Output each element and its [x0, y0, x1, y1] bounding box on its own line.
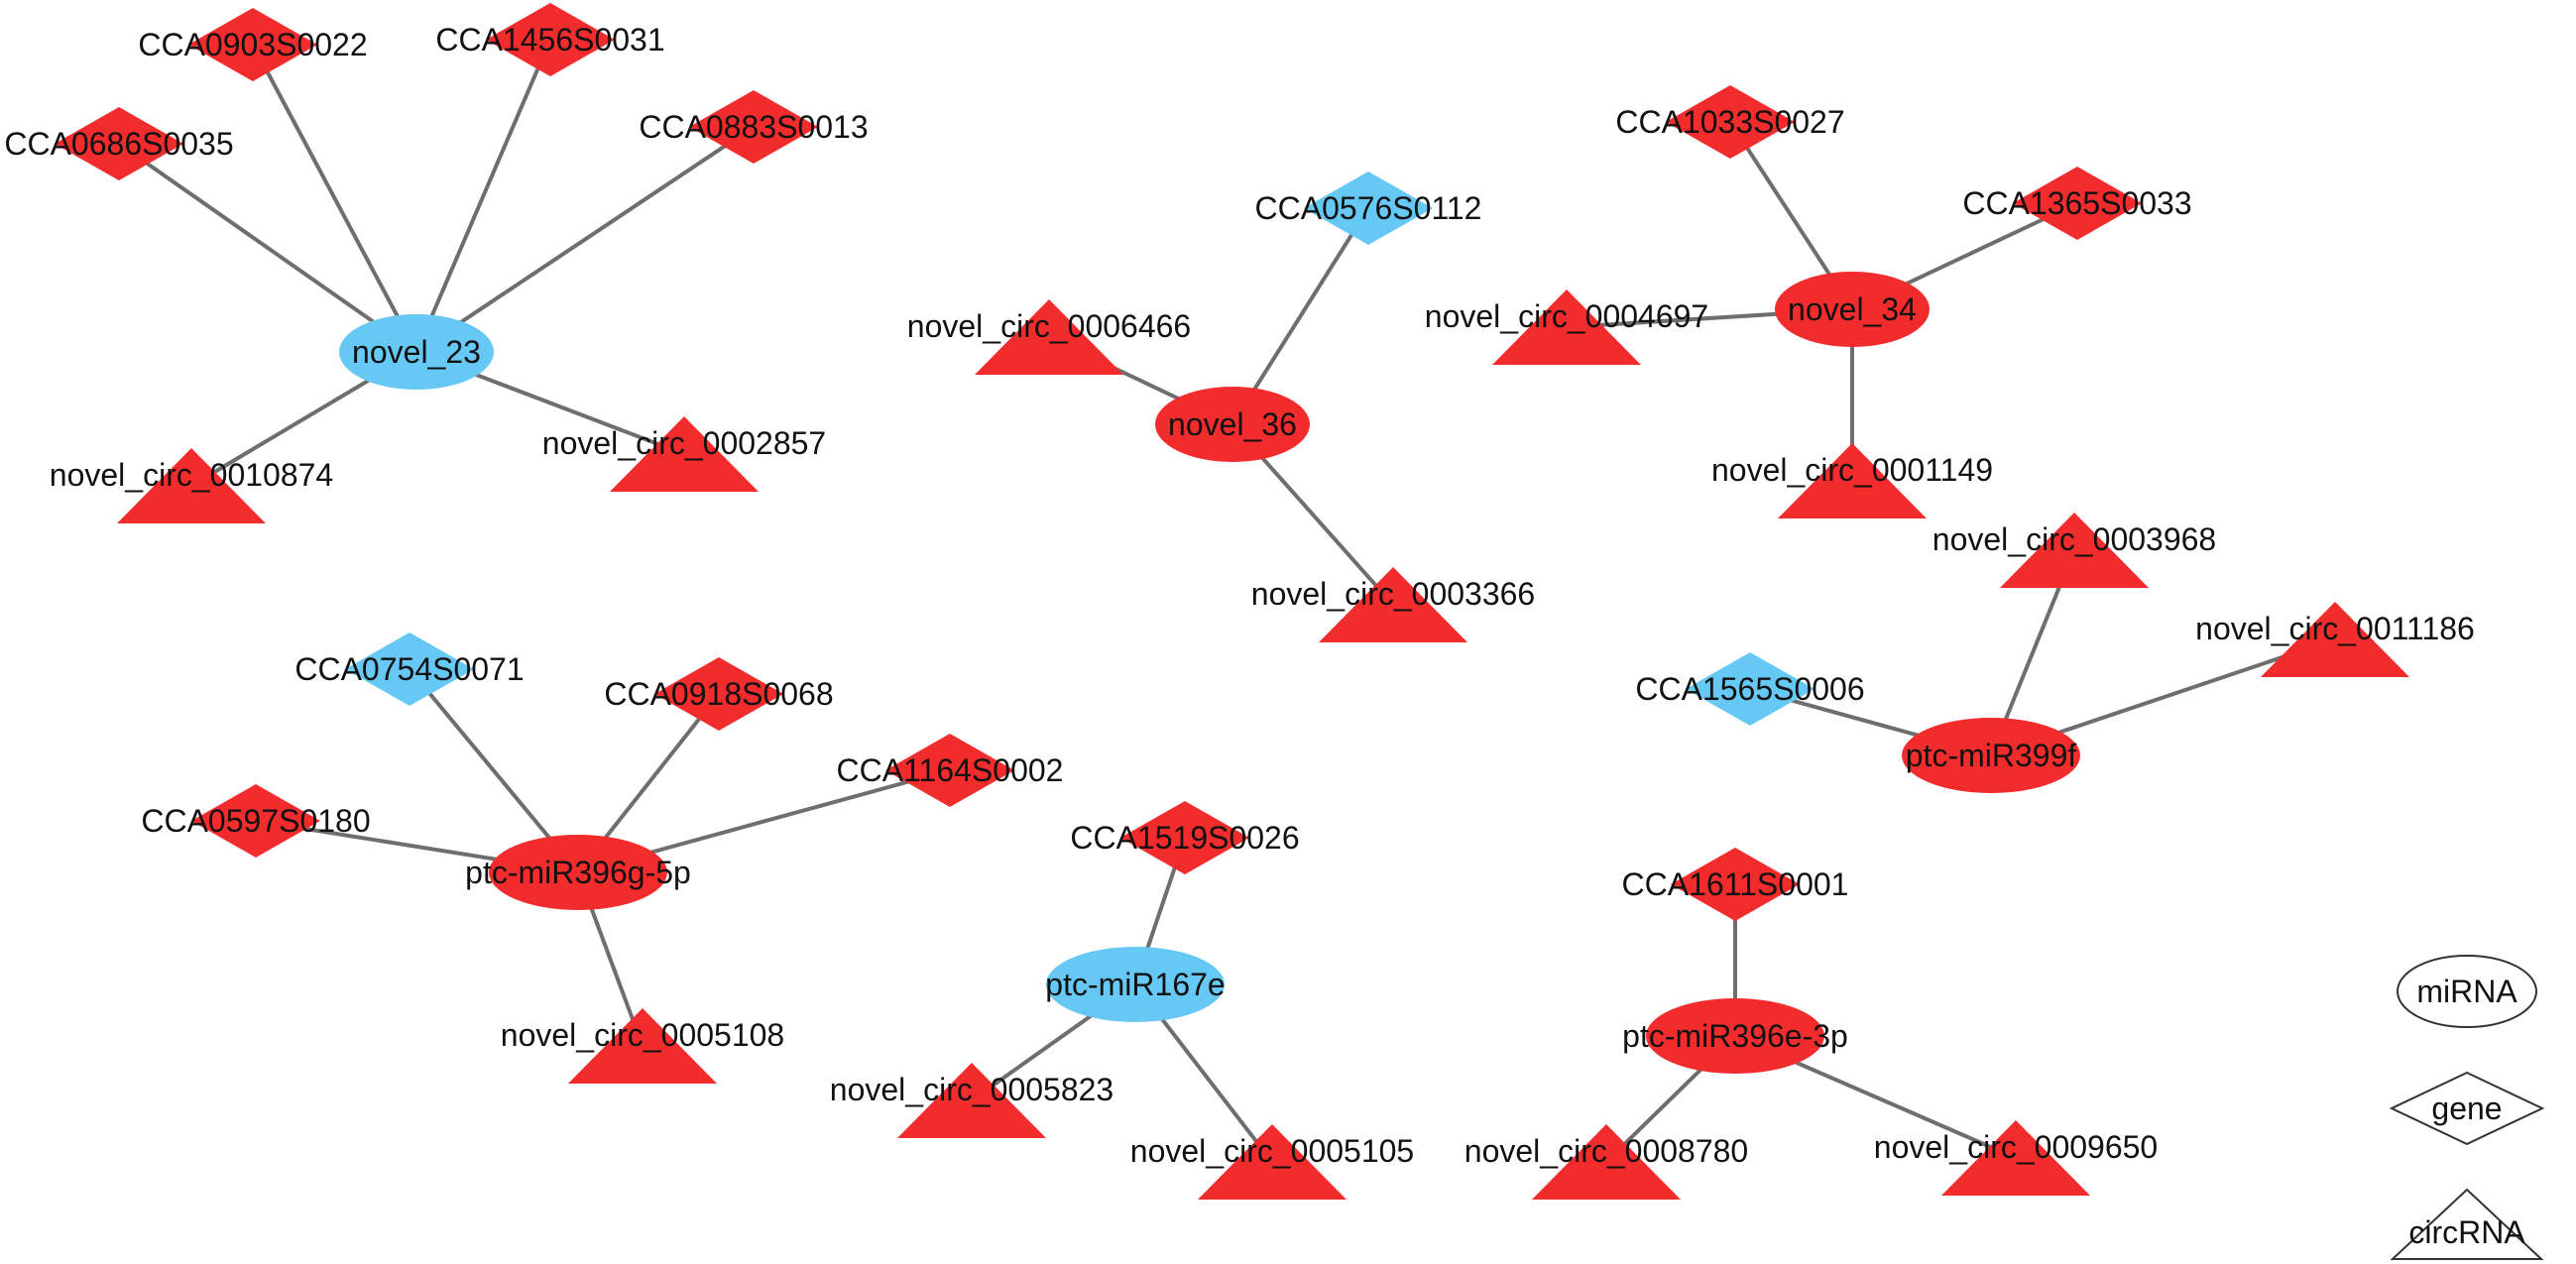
nodes-layer — [55, 3, 2409, 1200]
circrna-node-novel-circ-0004697[interactable] — [1492, 289, 1641, 365]
node-label-cca0918s0068: CCA0918S0068 — [604, 676, 833, 712]
node-label-novel-36: novel_36 — [1168, 406, 1297, 442]
legend: miRNA gene circRNA — [2389, 955, 2545, 1260]
node-label-novel-34: novel_34 — [1788, 291, 1917, 327]
node-label-cca1456s0031: CCA1456S0031 — [435, 22, 664, 57]
node-label-novel-circ-0006466: novel_circ_0006466 — [907, 308, 1191, 344]
circrna-node-novel-circ-0009650[interactable] — [1941, 1120, 2090, 1196]
node-label-cca1565s0006: CCA1565S0006 — [1635, 671, 1864, 707]
gene-node-cca0883s0013[interactable] — [689, 90, 818, 164]
mirna-node-novel-36[interactable] — [1155, 387, 1310, 462]
edge-n23-g0903 — [251, 44, 418, 353]
circrna-node-novel-circ-0005108[interactable] — [568, 1008, 717, 1084]
node-label-ptc-mir399f: ptc-miR399f — [1906, 738, 2077, 773]
gene-node-cca1611s0001[interactable] — [1671, 848, 1800, 921]
mirna-node-novel-34[interactable] — [1775, 272, 1930, 347]
node-label-cca0754s0071: CCA0754S0071 — [294, 651, 524, 687]
legend-mirna-icon — [2397, 955, 2537, 1028]
circrna-node-novel-circ-0002857[interactable] — [610, 416, 759, 492]
node-label-ptc-mir167e: ptc-miR167e — [1045, 967, 1225, 1002]
gene-node-cca0686s0035[interactable] — [55, 107, 183, 180]
node-label-novel-circ-0010874: novel_circ_0010874 — [50, 457, 333, 493]
mirna-node-ptc-mir399f[interactable] — [1902, 718, 2080, 793]
labels-layer: novel_23 CCA0903S0022 CCA1456S0031CCA0686S… — [4, 22, 2474, 1169]
node-label-novel-23: novel_23 — [352, 334, 481, 370]
node-label-novel-circ-0004697: novel_circ_0004697 — [1425, 298, 1708, 334]
edge-n23-g0686 — [117, 142, 418, 354]
circrna-node-novel-circ-0010874[interactable] — [117, 448, 266, 523]
gene-node-cca1456s0031[interactable] — [486, 3, 615, 76]
mirna-node-novel-23[interactable] — [339, 314, 494, 390]
gene-node-cca1164s0002[interactable] — [885, 734, 1014, 807]
node-label-novel-circ-0005823: novel_circ_0005823 — [830, 1072, 1113, 1107]
node-label-novel-circ-0009650: novel_circ_0009650 — [1874, 1129, 2158, 1165]
circrna-node-novel-circ-0001149[interactable] — [1778, 443, 1927, 518]
gene-node-cca1565s0006[interactable] — [1686, 652, 1815, 726]
circrna-node-novel-circ-0003968[interactable] — [2000, 513, 2149, 588]
gene-node-cca0576s0112[interactable] — [1304, 172, 1433, 245]
node-label-cca0686s0035: CCA0686S0035 — [4, 126, 233, 162]
mirna-node-ptc-mir396g-5p[interactable] — [489, 835, 667, 910]
circrna-node-novel-circ-0008780[interactable] — [1532, 1124, 1681, 1200]
gene-node-cca0903s0022[interactable] — [188, 8, 317, 81]
legend-label-gene: gene — [2431, 1091, 2502, 1126]
gene-node-cca0918s0068[interactable] — [654, 657, 783, 731]
node-label-cca0883s0013: CCA0883S0013 — [639, 109, 868, 145]
node-label-novel-circ-0003366: novel_circ_0003366 — [1251, 576, 1535, 612]
gene-node-cca1519s0026[interactable] — [1120, 801, 1249, 874]
node-label-novel-circ-0005108: novel_circ_0005108 — [501, 1017, 784, 1053]
node-label-novel-circ-0005105: novel_circ_0005105 — [1130, 1133, 1414, 1169]
legend-label-circrna: circRNA — [2408, 1214, 2525, 1250]
node-label-novel-circ-0003968: novel_circ_0003968 — [1932, 521, 2216, 557]
circrna-node-novel-circ-0003366[interactable] — [1319, 567, 1467, 642]
node-label-cca1365s0033: CCA1365S0033 — [1962, 185, 2191, 221]
gene-node-cca1033s0027[interactable] — [1666, 85, 1795, 159]
circrna-node-novel-circ-0005823[interactable] — [897, 1063, 1046, 1138]
legend-gene-icon — [2389, 1071, 2545, 1146]
circrna-node-novel-circ-0006466[interactable] — [975, 299, 1123, 375]
node-label-ptc-mir396g-5p: ptc-miR396g-5p — [465, 855, 691, 890]
node-label-novel-circ-0001149: novel_circ_0001149 — [1711, 452, 1993, 488]
gene-node-cca0597s0180[interactable] — [191, 784, 320, 858]
node-label-cca0576s0112: CCA0576S0112 — [1255, 190, 1482, 226]
gene-node-cca0754s0071[interactable] — [345, 632, 474, 706]
edge-n23-g0883 — [414, 125, 756, 354]
node-label-cca0597s0180: CCA0597S0180 — [141, 803, 370, 839]
node-label-cca1519s0026: CCA1519S0026 — [1070, 820, 1299, 856]
mirna-node-ptc-mir396e-3p[interactable] — [1646, 998, 1824, 1074]
node-label-novel-circ-0011186: novel_circ_0011186 — [2195, 611, 2475, 646]
circrna-node-novel-circ-0005105[interactable] — [1198, 1124, 1347, 1200]
mirna-node-ptc-mir167e[interactable] — [1046, 947, 1225, 1022]
node-label-cca1033s0027: CCA1033S0027 — [1615, 104, 1844, 140]
node-label-novel-circ-0002857: novel_circ_0002857 — [542, 425, 826, 461]
node-label-novel-circ-0008780: novel_circ_0008780 — [1464, 1133, 1748, 1169]
node-label-cca0903s0022: CCA0903S0022 — [138, 27, 367, 62]
edge-n23-g1456 — [414, 39, 552, 353]
node-label-cca1164s0002: CCA1164S0002 — [837, 752, 1064, 788]
legend-circrna-icon — [2390, 1188, 2544, 1260]
node-label-ptc-mir396e-3p: ptc-miR396e-3p — [1622, 1018, 1848, 1054]
circrna-node-novel-circ-0011186[interactable] — [2261, 602, 2409, 677]
legend-label-mirna: miRNA — [2416, 974, 2517, 1009]
gene-node-cca1365s0033[interactable] — [2013, 167, 2142, 240]
node-label-cca1611s0001: CCA1611S0001 — [1622, 866, 1849, 902]
